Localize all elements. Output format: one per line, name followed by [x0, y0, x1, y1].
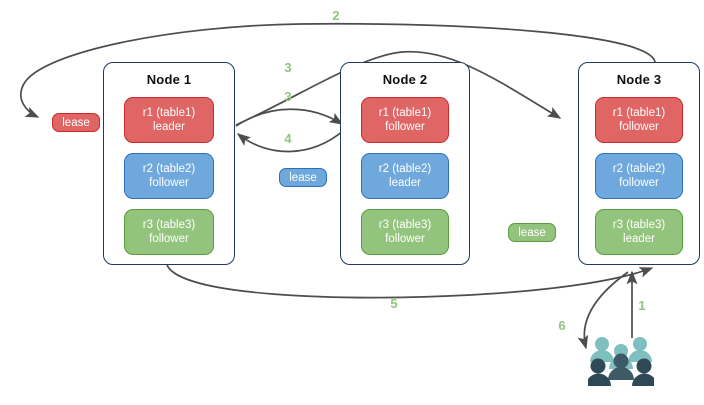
replica-role: follower: [149, 233, 189, 245]
replica-name: r2 (table2): [612, 163, 666, 175]
replica-name: r1 (table1): [142, 107, 196, 119]
node-card-node-1[interactable]: Node 1 r1 (table1) leader r2 (table2) fo…: [103, 62, 235, 265]
users-icon: [588, 337, 654, 386]
arrow-step-5: [166, 264, 654, 299]
replica-role: follower: [619, 177, 659, 189]
replica-name: r1 (table1): [612, 107, 666, 119]
replica-node-3-r2[interactable]: r2 (table2) follower: [595, 153, 683, 199]
arrow-step-3-lower: [235, 108, 344, 127]
replica-role: leader: [623, 233, 655, 245]
replica-role: leader: [153, 121, 185, 133]
node-card-node-2[interactable]: Node 2 r1 (table1) follower r2 (table2) …: [340, 62, 470, 265]
arrow-step-2: [19, 22, 656, 118]
replica-name: r3 (table3): [378, 219, 432, 231]
lease-chip-r1[interactable]: lease: [52, 113, 100, 132]
replica-role: leader: [389, 177, 421, 189]
replica-node-1-r3[interactable]: r3 (table3) follower: [124, 209, 214, 255]
replica-name: r2 (table2): [142, 163, 196, 175]
lease-chip-r2[interactable]: lease: [279, 168, 327, 187]
arrow-step-3-upper: [235, 50, 562, 126]
replica-name: r3 (table3): [612, 219, 666, 231]
step-label-3-upper: 3: [284, 60, 292, 75]
replica-node-3-r3[interactable]: r3 (table3) leader: [595, 209, 683, 255]
replica-role: follower: [385, 233, 425, 245]
step-label-3-lower: 3: [284, 89, 292, 104]
replica-node-1-r2[interactable]: r2 (table2) follower: [124, 153, 214, 199]
step-label-2: 2: [332, 8, 340, 23]
replica-node-3-r1[interactable]: r1 (table1) follower: [595, 97, 683, 143]
replica-role: follower: [149, 177, 189, 189]
step-label-1: 1: [638, 298, 646, 313]
node-title-node-2: Node 2: [382, 72, 428, 87]
step-label-4: 4: [284, 131, 292, 146]
replica-name: r2 (table2): [378, 163, 432, 175]
replica-node-2-r2[interactable]: r2 (table2) leader: [361, 153, 449, 199]
step-label-6: 6: [558, 318, 566, 333]
replica-role: follower: [385, 121, 425, 133]
step-label-5: 5: [390, 296, 398, 311]
replica-name: r3 (table3): [142, 219, 196, 231]
replica-name: r1 (table1): [378, 107, 432, 119]
lease-chip-r3[interactable]: lease: [508, 223, 556, 242]
node-title-node-1: Node 1: [146, 72, 192, 87]
node-card-node-3[interactable]: Node 3 r1 (table1) follower r2 (table2) …: [578, 62, 700, 265]
replica-node-2-r3[interactable]: r3 (table3) follower: [361, 209, 449, 255]
arrow-step-4: [236, 129, 345, 153]
arrow-step-6: [577, 271, 629, 350]
replica-node-1-r1[interactable]: r1 (table1) leader: [124, 97, 214, 143]
node-title-node-3: Node 3: [616, 72, 662, 87]
replica-role: follower: [619, 121, 659, 133]
replica-node-2-r1[interactable]: r1 (table1) follower: [361, 97, 449, 143]
